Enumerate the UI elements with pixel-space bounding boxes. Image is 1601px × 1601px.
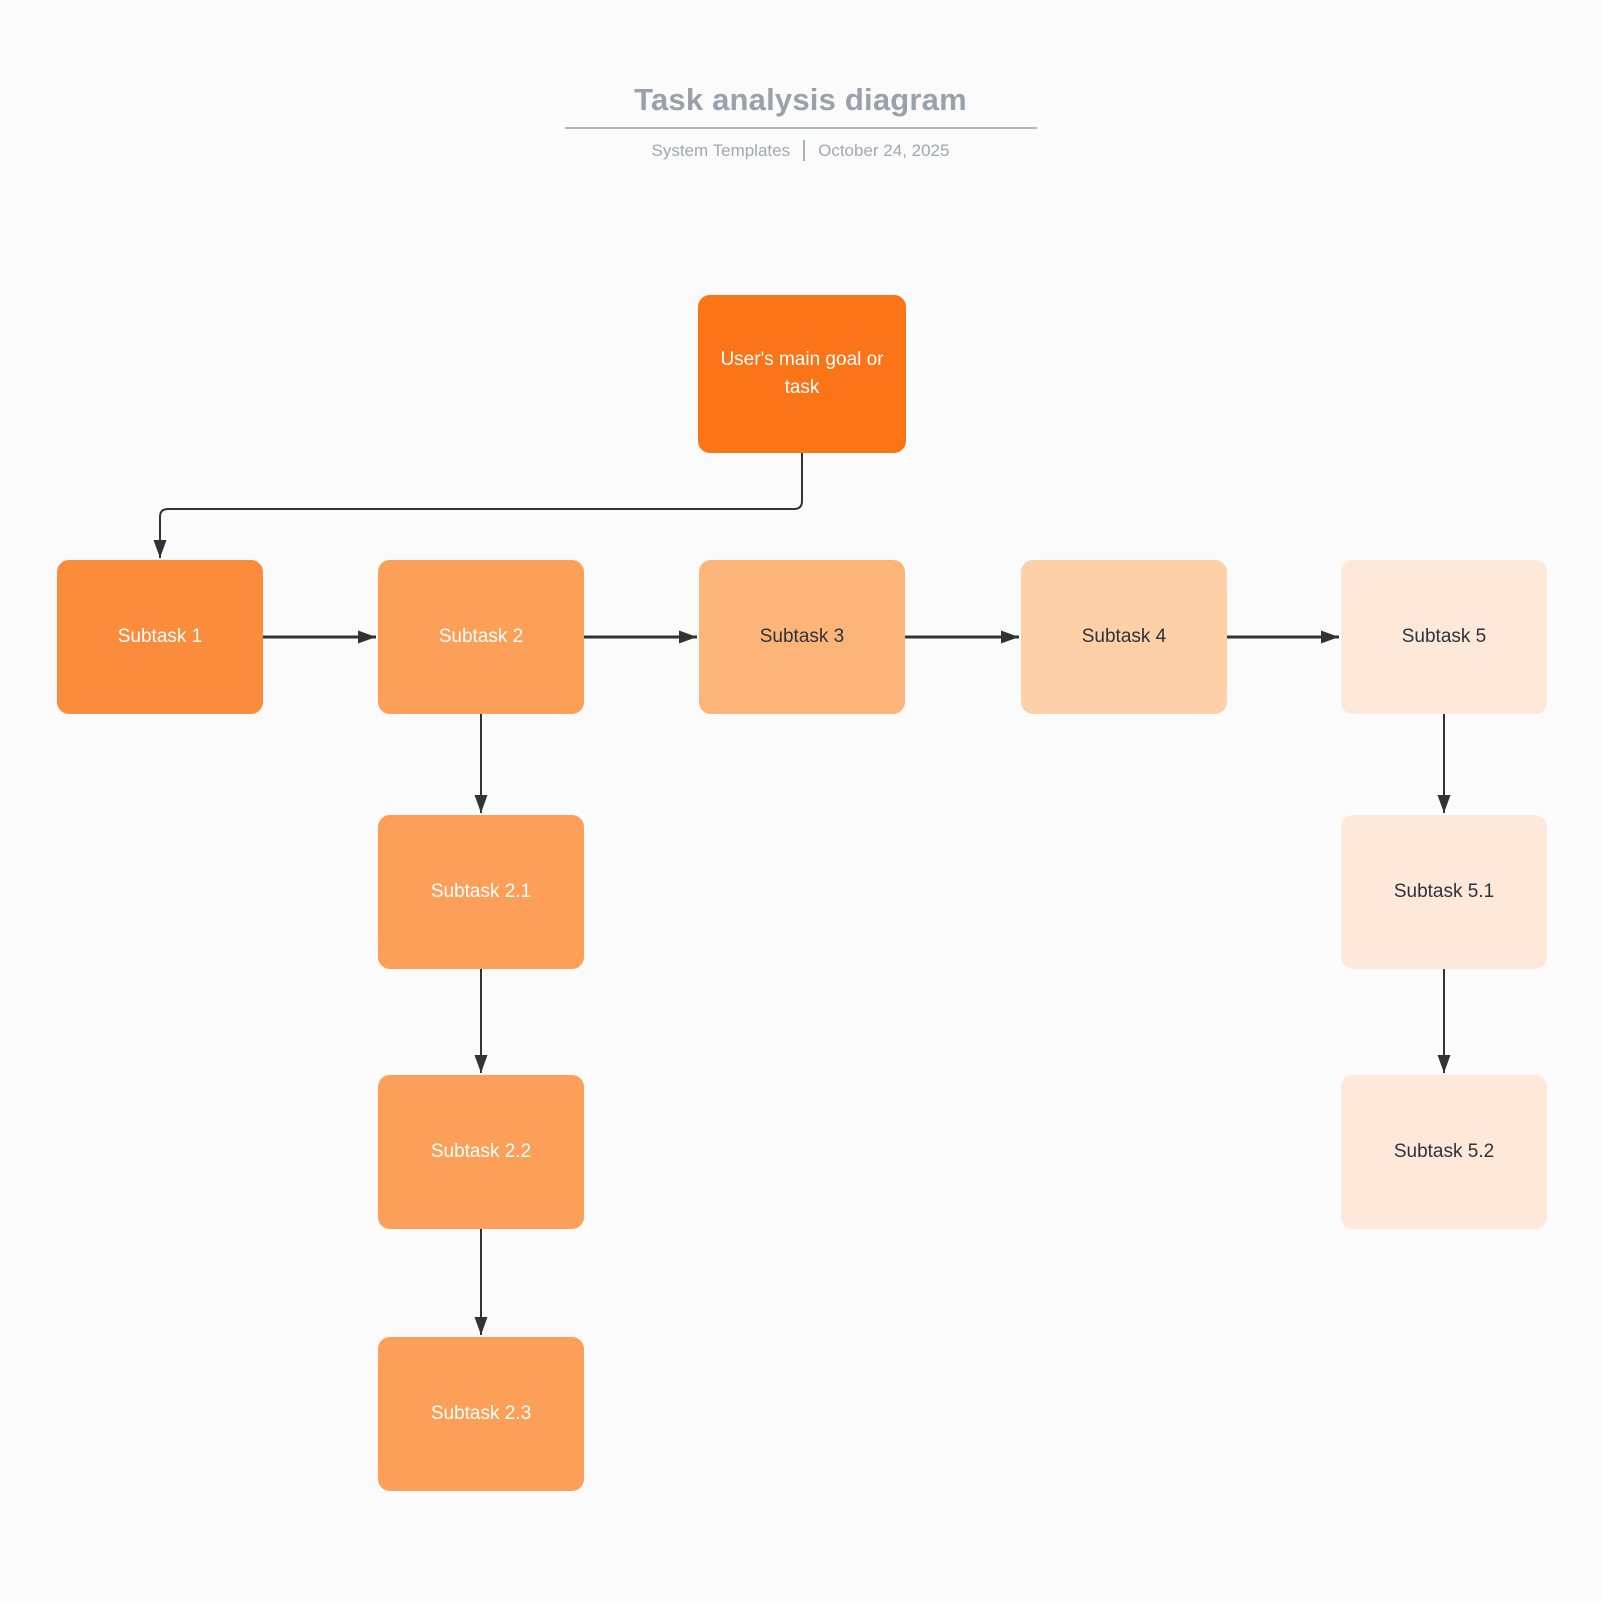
node-label: Subtask 5.2	[1393, 1141, 1495, 1163]
node-label: Subtask 2.3	[430, 1403, 532, 1425]
diagram-header: Task analysis diagram System Templates O…	[0, 82, 1601, 161]
node-subtask-3[interactable]: Subtask 3	[699, 560, 905, 714]
node-subtask-2[interactable]: Subtask 2	[378, 560, 584, 714]
node-label: Subtask 5	[1401, 626, 1487, 648]
node-subtask-2-1[interactable]: Subtask 2.1	[378, 815, 584, 969]
node-label: Subtask 2.1	[430, 881, 532, 903]
node-label: Subtask 2.2	[430, 1141, 532, 1163]
edge-main-s1	[153, 453, 803, 558]
page-title: Task analysis diagram	[634, 82, 967, 117]
node-label: User's main goal or task	[720, 349, 884, 398]
node-subtask-4[interactable]: Subtask 4	[1021, 560, 1227, 714]
subtitle-byline: System Templates	[651, 140, 791, 160]
node-label: Subtask 4	[1081, 626, 1167, 648]
node-subtask-5-2[interactable]: Subtask 5.2	[1341, 1075, 1547, 1229]
node-subtask-2-2[interactable]: Subtask 2.2	[378, 1075, 584, 1229]
diagram-subtitle: System Templates October 24, 2025	[0, 140, 1601, 161]
node-subtask-5-1[interactable]: Subtask 5.1	[1341, 815, 1547, 969]
node-subtask-5[interactable]: Subtask 5	[1341, 560, 1547, 714]
node-subtask-1[interactable]: Subtask 1	[57, 560, 263, 714]
node-label: Subtask 3	[759, 626, 845, 648]
title-underline	[564, 127, 1037, 129]
node-label: Subtask 2	[438, 626, 524, 648]
subtitle-separator	[803, 140, 806, 161]
node-label: Subtask 5.1	[1393, 881, 1495, 903]
subtitle-date: October 24, 2025	[818, 140, 950, 160]
node-subtask-2-3[interactable]: Subtask 2.3	[378, 1337, 584, 1491]
node-label: Subtask 1	[117, 626, 203, 648]
node-users-main-goal[interactable]: User's main goal or task	[698, 295, 906, 453]
